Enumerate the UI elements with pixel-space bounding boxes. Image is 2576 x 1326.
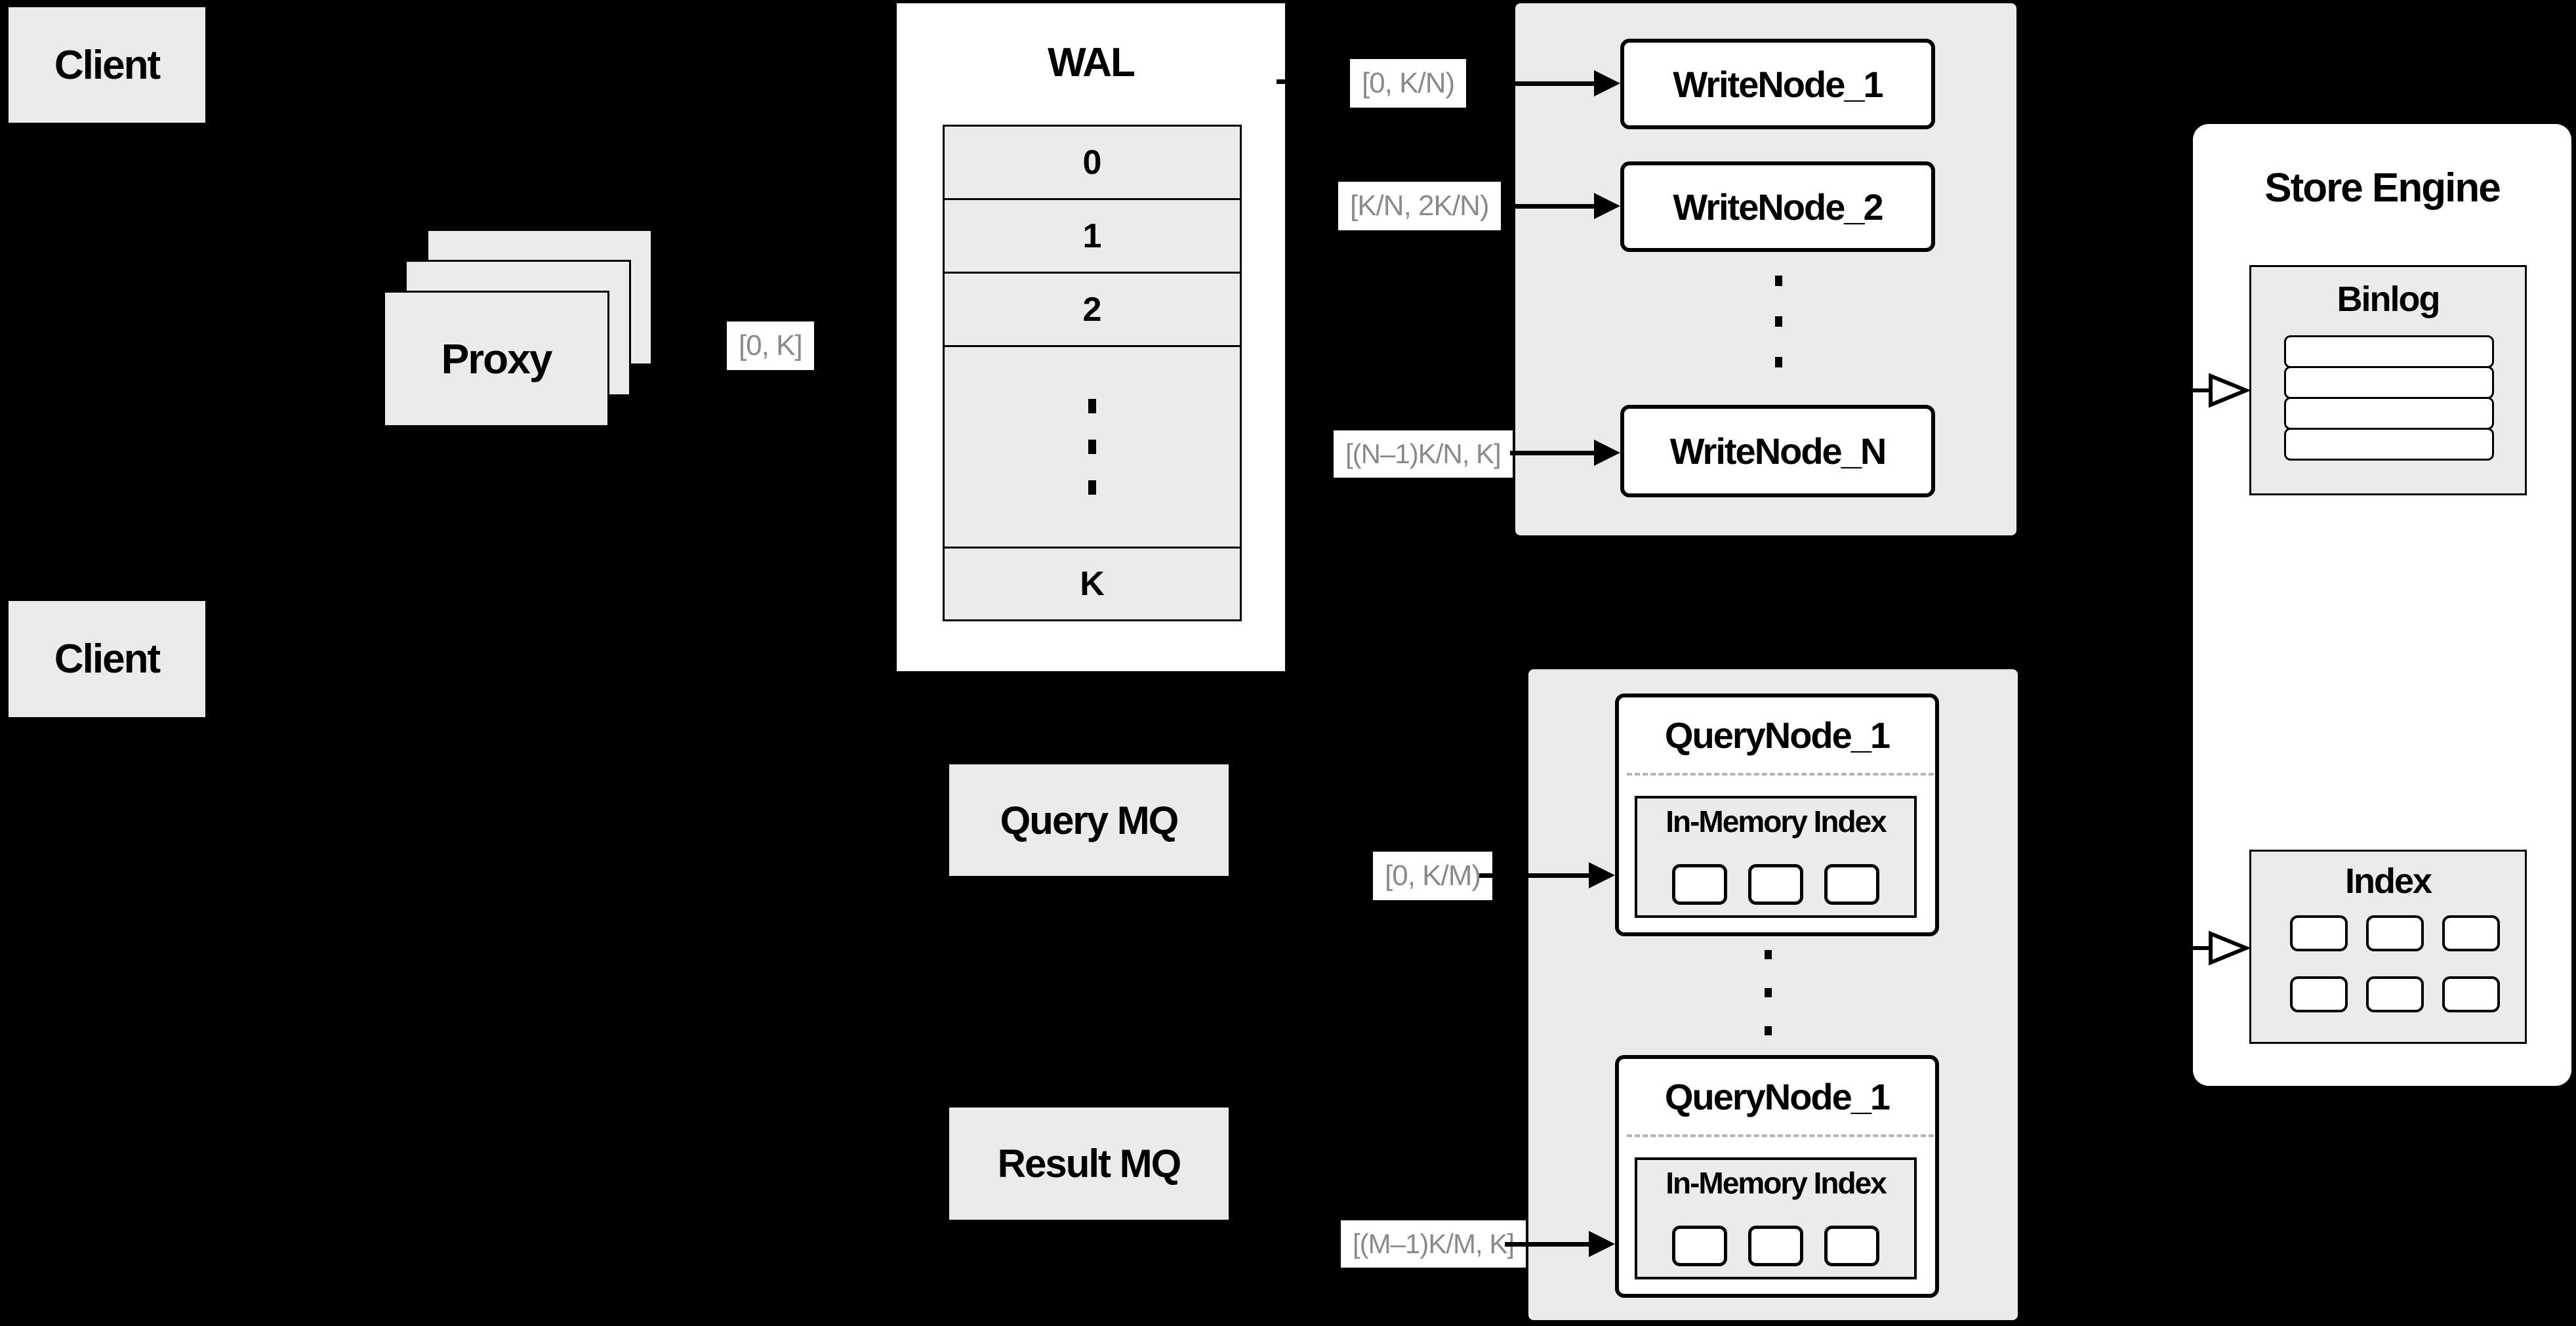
arrow-right-icon	[1589, 862, 1615, 888]
hollow-arrow-to-binlog	[2119, 373, 2250, 408]
index-cell	[2442, 976, 2500, 1012]
result-mq-label: Result MQ	[997, 1142, 1182, 1186]
dashed-divider	[1627, 773, 1934, 776]
store-engine-box: Store Engine Binlog Index	[2193, 124, 2571, 1086]
arrow-to-query-node-1	[1479, 862, 1615, 888]
arrow-line	[1479, 873, 1589, 878]
write-node-n-box: WriteNode_N	[1620, 405, 1935, 497]
index-panel: Index	[2249, 850, 2527, 1044]
range-label-proxy-wal: [0, K]	[727, 321, 814, 370]
write-node-2-label: WriteNode_2	[1673, 186, 1883, 228]
binlog-panel: Binlog	[2249, 265, 2527, 495]
arrow-line	[1480, 81, 1594, 86]
wal-row-1: 1	[943, 198, 1242, 274]
range-label-write-node-n: [(N–1)K/N, K]	[1334, 430, 1513, 478]
index-cell	[2366, 976, 2424, 1012]
store-engine-title: Store Engine	[2264, 165, 2501, 211]
client-top-box: Client	[7, 5, 207, 125]
wal-row-ellipsis	[943, 345, 1242, 549]
dashed-divider	[1627, 1134, 1934, 1137]
arrow-to-write-node-2	[1509, 193, 1620, 219]
arrow-right-icon	[1594, 440, 1620, 466]
hollow-arrow-icon	[2209, 930, 2250, 966]
wal-log-table: 0 1 2 K	[943, 125, 1242, 621]
client-top-label: Client	[54, 42, 161, 88]
write-node-1-label: WriteNode_1	[1673, 63, 1883, 105]
ellipsis-dot	[1765, 1026, 1772, 1035]
proxy-label: Proxy	[441, 335, 553, 383]
query-node-m-box: QueryNode_1 In-Memory Index	[1615, 1055, 1939, 1298]
wal-row-k: K	[943, 547, 1242, 621]
proxy-card-front: Proxy	[383, 291, 609, 427]
write-node-n-label: WriteNode_N	[1669, 430, 1887, 472]
binlog-row	[2284, 366, 2494, 399]
index-cell	[2290, 976, 2348, 1012]
write-node-2-box: WriteNode_2	[1620, 161, 1935, 252]
segment-row	[1672, 864, 1879, 905]
segment-cell	[1824, 864, 1879, 905]
wal-row-0: 0	[943, 125, 1242, 200]
query-node-1-title: QueryNode_1	[1664, 715, 1891, 756]
range-label-write-node-1: [0, K/N)	[1350, 59, 1467, 108]
range-label-query-node-1: [0, K/M)	[1373, 852, 1493, 900]
arrow-right-icon	[1594, 70, 1620, 96]
client-bottom-box: Client	[7, 599, 207, 719]
binlog-row	[2284, 428, 2494, 461]
wal-row-2: 2	[943, 272, 1242, 347]
hollow-arrow-icon	[2209, 373, 2250, 408]
range-label-query-node-m: [(M–1)K/M, K]	[1341, 1220, 1526, 1268]
arrow-to-query-node-m	[1505, 1231, 1615, 1257]
index-title: Index	[2344, 861, 2432, 901]
segment-row	[1672, 1226, 1879, 1266]
wal-container: WAL 0 1 2 K	[897, 3, 1285, 671]
in-memory-index-panel: In-Memory Index	[1635, 796, 1917, 918]
binlog-row	[2284, 335, 2494, 368]
ellipsis-dot	[1775, 276, 1782, 286]
binlog-row	[2284, 397, 2494, 430]
arrow-line	[1510, 450, 1594, 455]
arrow-right-icon	[1589, 1231, 1615, 1257]
segment-cell	[1672, 1226, 1727, 1266]
query-node-1-box: QueryNode_1 In-Memory Index	[1615, 694, 1939, 936]
arrow-right-icon	[1594, 193, 1620, 219]
range-label-write-node-2: [K/N, 2K/N)	[1338, 182, 1501, 230]
arrow-line	[1509, 203, 1594, 209]
segment-cell	[1748, 864, 1803, 905]
wal-title: WAL	[1048, 40, 1135, 85]
ellipsis-dot	[1775, 316, 1782, 327]
ellipsis-dot	[1775, 357, 1782, 367]
in-memory-index-title: In-Memory Index	[1666, 1166, 1887, 1200]
ellipsis-dot	[1088, 440, 1096, 454]
ellipsis-dot	[1765, 950, 1772, 959]
arrow-line	[1505, 1241, 1589, 1247]
index-cell	[2366, 915, 2424, 951]
in-memory-index-panel: In-Memory Index	[1635, 1157, 1917, 1279]
ellipsis-dot	[1765, 988, 1772, 997]
arrow-stub	[1277, 79, 1285, 84]
ellipsis-dot	[1088, 399, 1096, 413]
client-bottom-label: Client	[54, 636, 161, 682]
result-mq-box: Result MQ	[947, 1106, 1231, 1222]
query-mq-box: Query MQ	[947, 762, 1231, 878]
segment-cell	[1824, 1226, 1879, 1266]
arrow-to-write-node-n	[1510, 440, 1620, 466]
hollow-arrow-to-index	[2119, 930, 2250, 966]
arrow-to-write-node-1	[1480, 70, 1620, 96]
query-mq-label: Query MQ	[1000, 798, 1179, 842]
ellipsis-dot	[1088, 480, 1096, 495]
index-cell	[2442, 915, 2500, 951]
index-cell	[2290, 915, 2348, 951]
segment-cell	[1748, 1226, 1803, 1266]
write-node-1-box: WriteNode_1	[1620, 39, 1935, 129]
query-node-m-title: QueryNode_1	[1664, 1076, 1891, 1117]
binlog-title: Binlog	[2337, 280, 2441, 319]
segment-cell	[1672, 864, 1727, 905]
in-memory-index-title: In-Memory Index	[1666, 804, 1887, 839]
